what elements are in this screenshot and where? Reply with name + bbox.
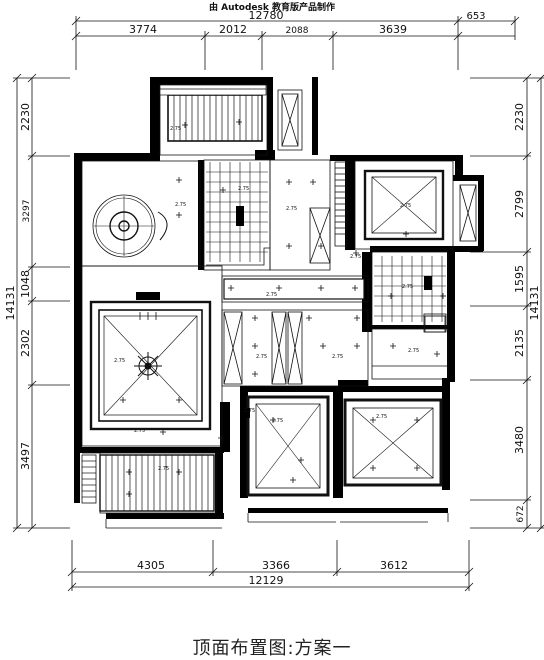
height-label: 2.75 — [114, 358, 125, 364]
fan-icon — [236, 206, 244, 226]
height-labels: 2.75 2.75 2.75 2.75 2.75 2.75 2.75 2.75 … — [114, 126, 419, 472]
dim-top-4: 3639 — [379, 23, 407, 36]
bedroom-door — [242, 408, 250, 418]
left-dimension-chain — [12, 73, 70, 533]
dim-right-2: 2799 — [513, 190, 526, 218]
right-dimension-chain — [470, 73, 544, 533]
cabinet-cross-icon — [277, 89, 303, 151]
dim-top-3: 2088 — [286, 26, 309, 36]
drawing-caption: 顶面布置图:方案一 — [192, 638, 352, 659]
dim-left-5: 3497 — [19, 442, 32, 470]
arch-shape — [157, 211, 168, 241]
height-label: 2.75 — [408, 348, 419, 354]
top-dimension-chain — [71, 16, 520, 70]
dim-bottom-2: 3366 — [262, 559, 290, 572]
height-label: 2.75 — [158, 466, 169, 472]
ceiling-light-icon — [246, 395, 330, 497]
height-label: 2.75 — [400, 203, 411, 209]
height-label: 2.75 — [350, 254, 361, 260]
chandelier-icon — [92, 194, 156, 258]
height-label: 2.75 — [170, 126, 181, 132]
dim-top-total: 12780 — [249, 9, 284, 22]
dim-top-2: 2012 — [219, 23, 247, 36]
living-marker-lines — [139, 312, 157, 320]
wardrobe-panels — [223, 311, 303, 385]
dim-right-total: 14131 — [528, 286, 541, 321]
dim-left-3: 1048 — [19, 270, 32, 298]
dim-bottom-1: 4305 — [137, 559, 165, 572]
height-label: 2.75 — [238, 186, 249, 192]
top-balcony — [159, 84, 267, 142]
wall-cabinet-right — [334, 161, 348, 247]
height-label: 2.75 — [332, 354, 343, 360]
ceiling-light-icon — [363, 169, 445, 241]
dim-top-1: 3774 — [129, 23, 157, 36]
dim-bottom-total: 12129 — [249, 574, 284, 587]
height-label: 2.75 — [244, 408, 255, 414]
kitchen-counter — [372, 313, 448, 367]
bottom-balcony — [81, 454, 215, 512]
dim-left-1: 2230 — [19, 103, 32, 131]
right-wing-window — [459, 184, 477, 242]
dim-bottom-3: 3612 — [380, 559, 408, 572]
fan-icon — [424, 276, 432, 290]
bottom-dimension-chain — [67, 540, 474, 592]
dim-left-2: 3297 — [22, 200, 32, 223]
living-tv-unit — [136, 292, 160, 300]
dim-right-6: 672 — [516, 505, 526, 522]
height-label: 2.75 — [286, 206, 297, 212]
dim-right-3: 1595 — [513, 265, 526, 293]
dim-right-4: 2135 — [513, 329, 526, 357]
ceiling-light-icon — [343, 398, 443, 487]
height-label: 2.75 — [272, 418, 283, 424]
height-label: 2.75 — [266, 292, 277, 298]
height-label: 2.75 — [175, 202, 186, 208]
corridor-cabinet — [309, 207, 331, 264]
downlight-icon — [120, 119, 446, 497]
height-label: 2.75 — [402, 284, 413, 290]
height-label: 2.75 — [256, 354, 267, 360]
chandelier-icon — [134, 352, 162, 380]
dim-left-total: 14131 — [4, 286, 17, 321]
watermark: 由 Autodesk 教育版产品制作 — [208, 3, 335, 13]
dim-top-extra: 653 — [466, 11, 485, 22]
dim-right-5: 3480 — [513, 426, 526, 454]
height-label: 2.75 — [134, 428, 145, 434]
height-label: 2.75 — [376, 414, 387, 420]
dim-right-1: 2230 — [513, 103, 526, 131]
dim-left-4: 2302 — [19, 329, 32, 357]
corridor-strip — [223, 278, 365, 300]
